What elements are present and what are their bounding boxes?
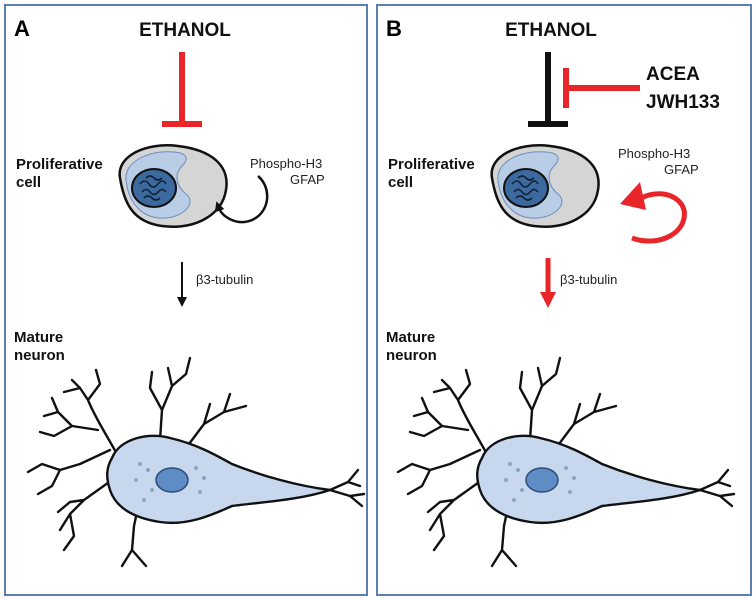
panel-b-proliferation-arrowhead	[620, 182, 646, 210]
panel-b-cell-label-line1: Proliferative	[388, 156, 475, 173]
panel-a-marker-gfap: GFAP	[290, 172, 325, 187]
panel-b-neuron-label-line2: neuron	[386, 347, 437, 364]
panel-a-cell-label-line1: Proliferative	[16, 156, 103, 173]
panel-a-cell-label-line2: cell	[16, 174, 41, 191]
panel-a: A ETHANOL Proliferative cell Phospho-H3 …	[4, 4, 368, 596]
panel-a-neuron-label-line1: Mature	[14, 329, 63, 346]
panel-a-mature-neuron	[26, 356, 366, 568]
panel-b-proliferative-cell	[490, 144, 600, 228]
panel-a-proliferative-cell	[118, 144, 228, 228]
panel-b-neuron-vesicles	[504, 462, 576, 502]
panel-b-proliferation-loop	[630, 191, 687, 244]
panel-b-agonist-acea: ACEA	[646, 64, 700, 85]
panel-a-neuron-label-line2: neuron	[14, 347, 65, 364]
panel-a-marker-phospho-h3: Phospho-H3	[250, 156, 322, 171]
panel-b-tubulin-label: β3-tubulin	[560, 272, 617, 287]
panel-b-agonist-jwh133: JWH133	[646, 92, 720, 113]
panel-b-letter: B	[386, 16, 402, 41]
panel-a-ethanol-label: ETHANOL	[139, 20, 231, 41]
panel-b-marker-gfap: GFAP	[664, 162, 699, 177]
panel-a-neuron-vesicles	[134, 462, 206, 502]
panel-a-tubulin-label: β3-tubulin	[196, 272, 253, 287]
panel-b-marker-phospho-h3: Phospho-H3	[618, 146, 690, 161]
panel-b-neuron-nucleus	[525, 467, 559, 493]
panel-b-mature-neuron	[396, 356, 736, 568]
panel-a-letter: A	[14, 16, 30, 41]
panel-a-neuron-nucleus	[155, 467, 189, 493]
panel-b: B ETHANOL ACEA JWH133 Proliferative cell…	[376, 4, 752, 596]
panel-b-ethanol-label: ETHANOL	[505, 20, 597, 41]
panel-a-proliferation-loop	[214, 175, 269, 224]
panel-b-cell-label-line2: cell	[388, 174, 413, 191]
panel-b-neuron-label-line1: Mature	[386, 329, 435, 346]
